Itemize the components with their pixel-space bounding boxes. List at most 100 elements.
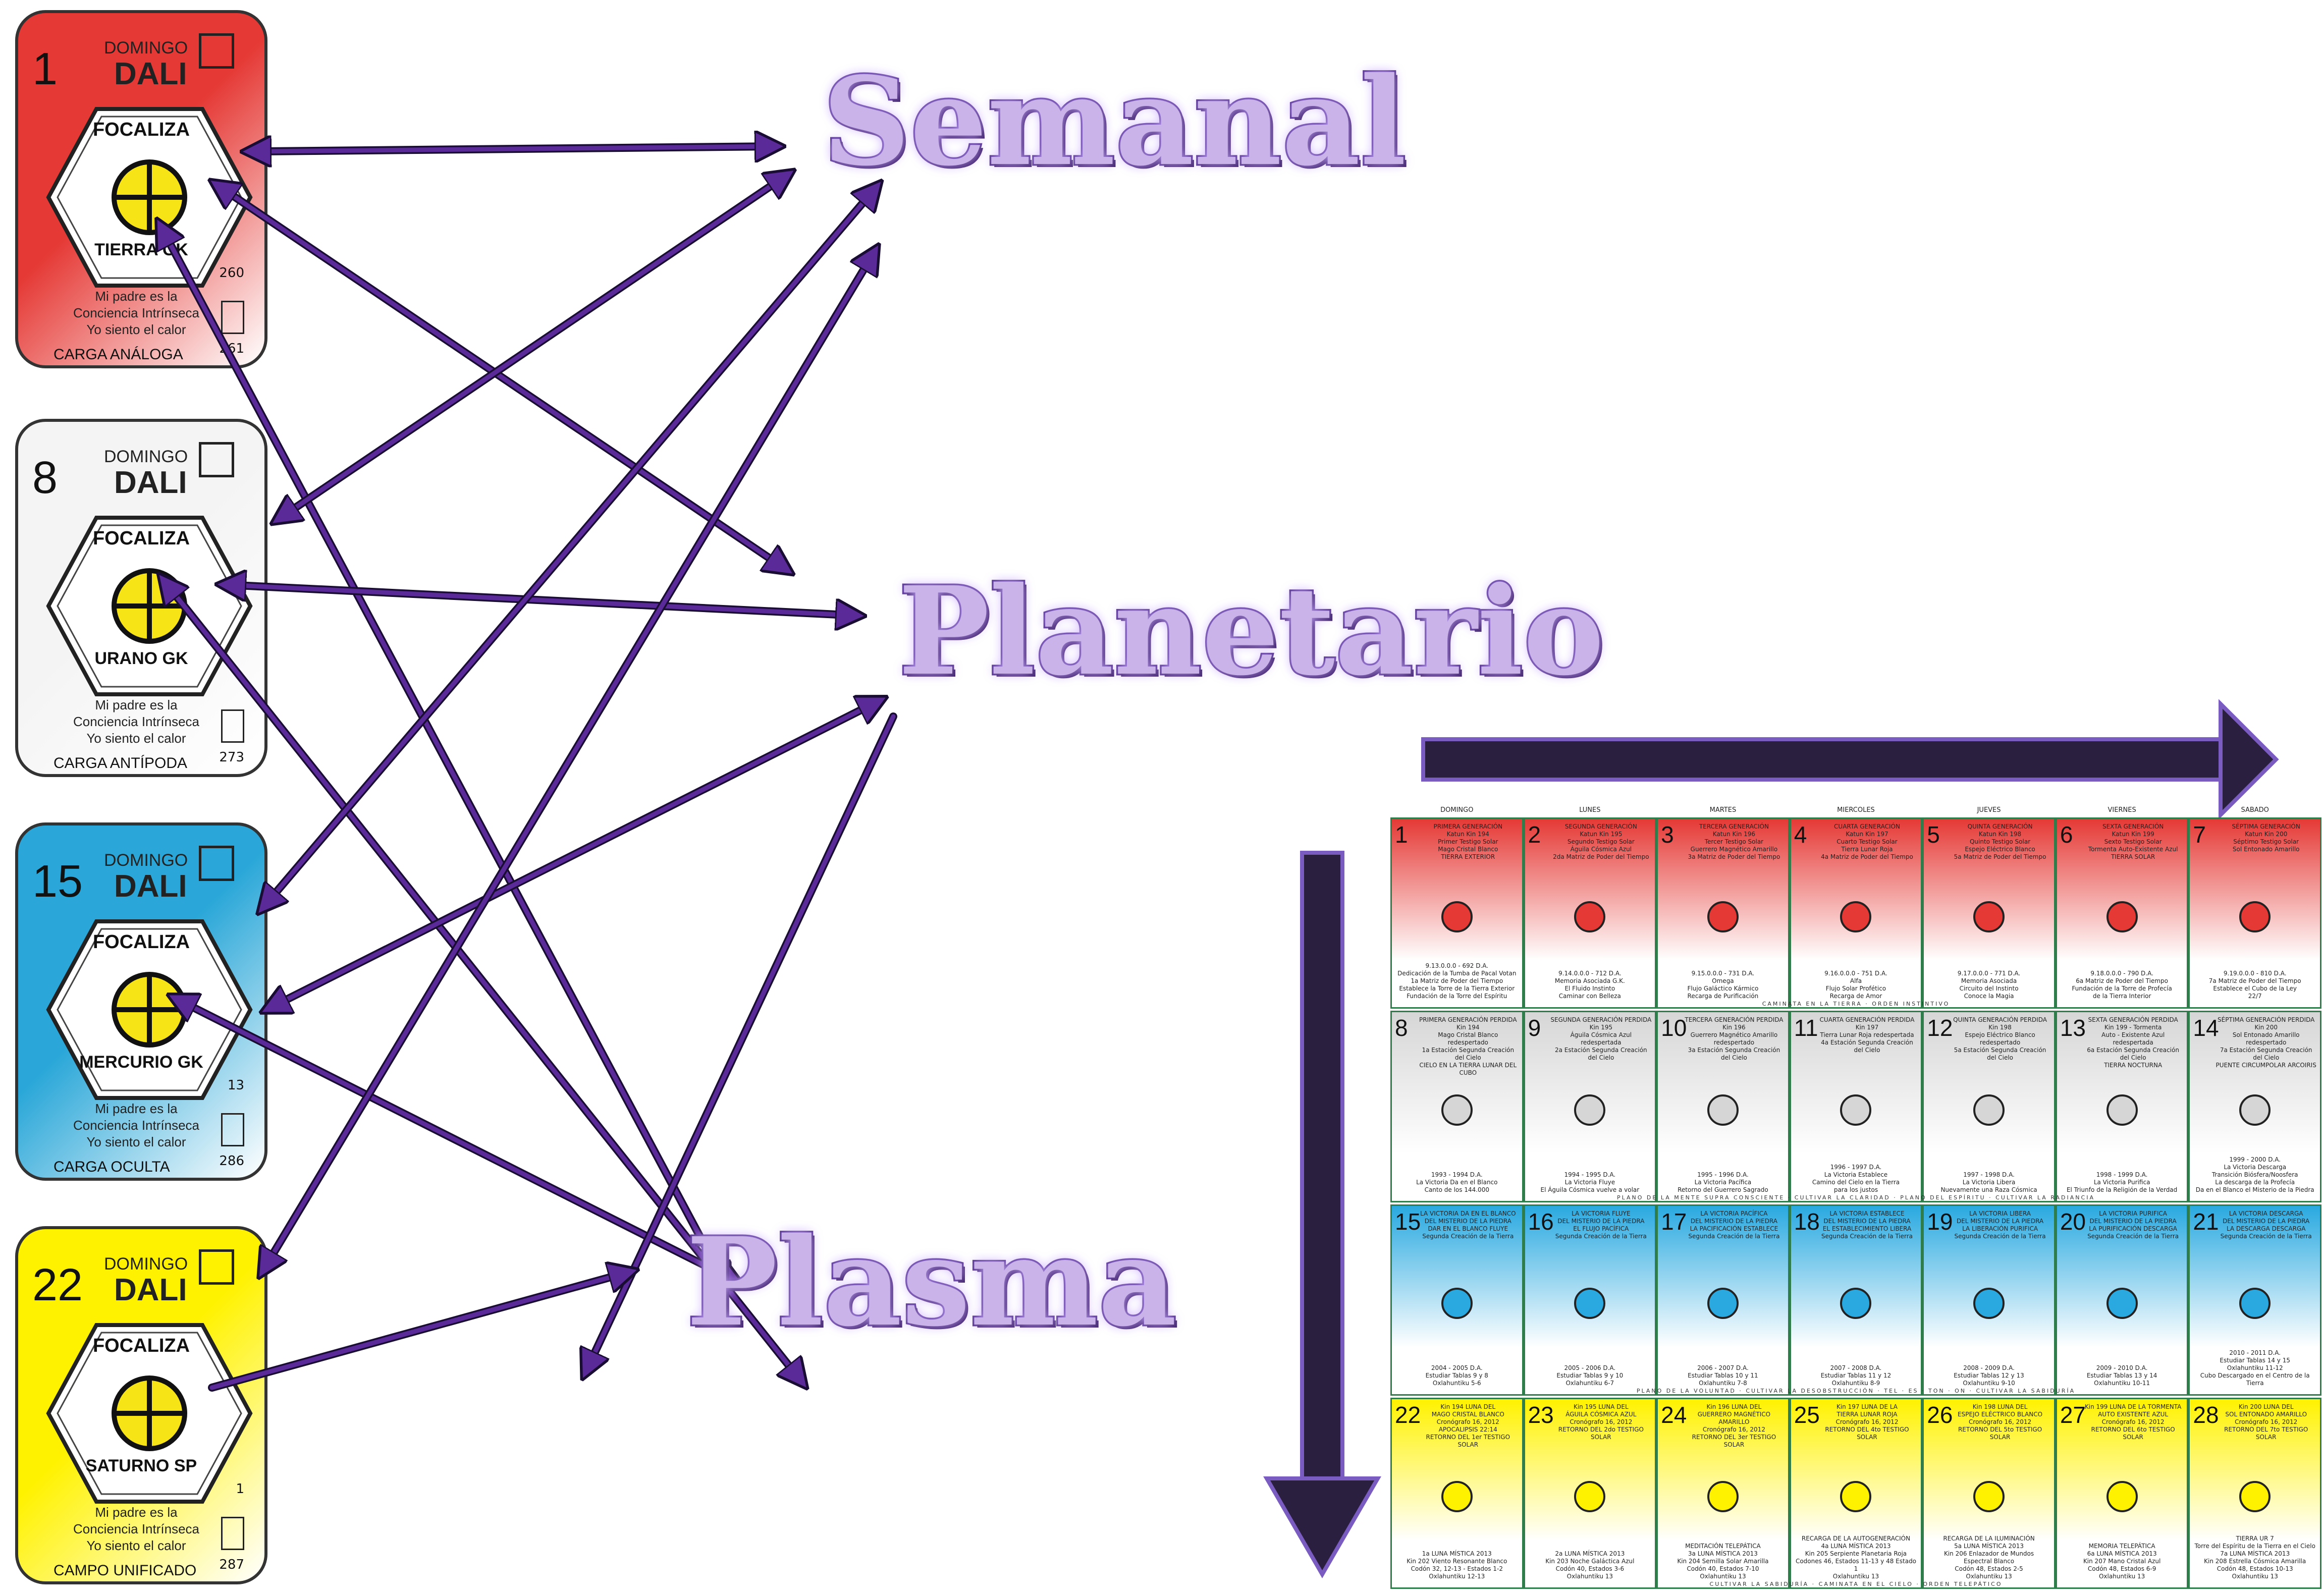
calendar-cell-bottom-text: 1995 - 1996 D.A. La Victoria Pacífica Re… (1678, 1171, 1768, 1193)
card-number: 15 (32, 856, 83, 907)
card-action: FOCALIZA (92, 1335, 190, 1356)
calendar-glyph-icon (2106, 1481, 2138, 1513)
calendar-cell-top-text: Kin 198 LUNA DEL ESPEJO ELÉCTRICO BLANCO… (1958, 1403, 2043, 1441)
calendar-day-header: MIERCOLES (1837, 806, 1875, 814)
calendar-cell-bottom-text: 2010 - 2011 D.A. Estudiar Tablas 14 y 15… (2200, 1349, 2310, 1387)
card-number: 8 (32, 453, 58, 503)
connection-arrow (223, 188, 791, 574)
calendar-cell-bottom-text: 2009 - 2010 D.A. Estudiar Tablas 13 y 14… (2086, 1364, 2157, 1387)
calendar-glyph-icon (1441, 1288, 1473, 1319)
calendar-cell-number: 22 (1395, 1401, 1421, 1428)
calendar-glyph-icon (1574, 1288, 1606, 1319)
calendar-cell-bottom-text: 9.17.0.0.0 - 771 D.A. Memoria Asociada C… (1957, 970, 2021, 1000)
card-day: DOMINGO (104, 1254, 188, 1274)
card-value-bottom: 261 (219, 341, 244, 356)
calendar-cell-bottom-text: 1998 - 1999 D.A. La Victoria Purifica El… (2066, 1171, 2178, 1193)
calendar-cell-number: 28 (2193, 1401, 2219, 1428)
calendar-glyph-icon (1574, 1481, 1606, 1513)
connection-arrow (183, 1000, 741, 1286)
calendar-cell-top-text: LA VICTORIA ESTABLECE DEL MISTERIO DE LA… (1821, 1209, 1913, 1240)
calendar-cell-top-text: SEXTA GENERACIÓN Katun Kin 199 Sexto Tes… (2088, 823, 2178, 860)
calendar-cell-number: 26 (1927, 1401, 1953, 1428)
calendar-cell-top-text: SEGUNDA GENERACIÓN Katun Kin 195 Segundo… (1553, 823, 1649, 860)
tone-glyph-icon (199, 846, 234, 881)
card-badge-icon (221, 1517, 244, 1550)
connection-arrow (262, 146, 777, 151)
calendar-glyph-icon (2106, 1288, 2138, 1319)
calendar-cell-number: 2 (1528, 821, 1541, 848)
calendar-cell-top-text: LA VICTORIA DA EN EL BLANCO DEL MISTERIO… (1420, 1209, 1516, 1240)
calendar-glyph-icon (1973, 1288, 2005, 1319)
calendar-cell-number: 8 (1395, 1015, 1408, 1041)
card-value-bottom: 286 (219, 1153, 244, 1169)
calendar-cell-bottom-text: 2008 - 2009 D.A. Estudiar Tablas 12 y 13… (1954, 1364, 2024, 1387)
calendar-day-header: MARTES (1709, 806, 1737, 814)
calendar-cell-bottom-text: RECARGA DE LA ILUMINACIÓN 5a LUNA MÍSTIC… (1943, 1535, 2035, 1580)
vertical-arrow-icon (1263, 851, 1381, 1578)
calendar-cell-top-text: QUINTA GENERACIÓN PERDIDA Kin 198 Espejo… (1953, 1016, 2047, 1062)
calendar-cell-bottom-text: 2004 - 2005 D.A. Estudiar Tablas 9 y 8 O… (1425, 1364, 1488, 1387)
calendar-cell-top-text: SÉPTIMA GENERACIÓN Katun Kin 200 Séptimo… (2232, 823, 2300, 853)
calendar-glyph-icon (1973, 1094, 2005, 1126)
calendar-cell-number: 14 (2193, 1015, 2219, 1041)
connection-arrow (258, 258, 872, 1276)
calendar-day-header: LUNES (1579, 806, 1601, 814)
card-quote-line: Mi padre es la (95, 1505, 178, 1520)
calendar-cell-top-text: PRIMERA GENERACIÓN Katun Kin 194 Primer … (1433, 823, 1503, 860)
calendar-glyph-icon (1707, 1288, 1739, 1319)
card-quote-line: Mi padre es la (95, 697, 178, 712)
calendar-day-header: JUEVES (1977, 806, 2001, 814)
calendar-cell-bottom-text: 1a LUNA MÍSTICA 2013 Kin 202 Viento Reso… (1407, 1550, 1507, 1580)
calendar-day-header: SABADO (2241, 806, 2269, 814)
calendar-cell-top-text: LA VICTORIA FLUYE DEL MISTERIO DE LA PIE… (1555, 1209, 1647, 1240)
card-quote-line: Yo siento el calor (86, 1538, 186, 1553)
connection-arrow (227, 192, 787, 570)
calendar-glyph-icon (1441, 1481, 1473, 1513)
calendar-cell-top-text: LA VICTORIA PACÍFICA DEL MISTERIO DE LA … (1688, 1209, 1780, 1240)
calendar-cell-number: 11 (1794, 1015, 1818, 1041)
calendar-cell-bottom-text: 2005 - 2006 D.A. Estudiar Tablas 9 y 10 … (1556, 1364, 1624, 1387)
card-action: FOCALIZA (92, 119, 190, 140)
calendar-day-header: DOMINGO (1440, 806, 1474, 814)
calendar-cell-number: 16 (1528, 1208, 1554, 1235)
calendar-cell-number: 24 (1661, 1401, 1687, 1428)
calendar-cell-bottom-text: 1993 - 1994 D.A. La Victoria Da en el Bl… (1416, 1171, 1498, 1193)
connection-arrow (278, 182, 777, 520)
card-value-bottom: 273 (219, 750, 244, 765)
calendar-cell-number: 27 (2060, 1401, 2086, 1428)
calendar-cell-bottom-text: 9.14.0.0.0 - 712 D.A. Memoria Asociada G… (1554, 970, 1625, 1000)
card-name: DALI (114, 465, 187, 500)
calendar-cell-bottom-text: 1994 - 1995 D.A. La Victoria Fluye El Ág… (1540, 1171, 1640, 1193)
card-day: DOMINGO (104, 38, 188, 58)
calendar-cell-bottom-text: 1997 - 1998 D.A. La Victoria Libera Nuev… (1940, 1171, 2037, 1193)
calendar-glyph-icon (1441, 1094, 1473, 1126)
calendar-glyph-icon (1707, 1481, 1739, 1513)
card-quote-line: Conciencia Intrínseca (73, 305, 200, 320)
calendar-day-header: VIERNES (2108, 806, 2136, 814)
calendar-cell-top-text: LA VICTORIA PURIFICA DEL MISTERIO DE LA … (2087, 1209, 2179, 1240)
calendar-cell-bottom-text: MEMORIA TELEPÁTICA 6a LUNA MÍSTICA 2013 … (2083, 1543, 2161, 1580)
calendar-cell-top-text: Kin 196 LUNA DEL GUERRERO MAGNÉTICO AMAR… (1692, 1403, 1776, 1448)
calendar-glyph-icon (1840, 1288, 1872, 1319)
card-quote-line: Conciencia Intrínseca (73, 714, 200, 729)
card-planet: SATURNO SP (85, 1456, 197, 1475)
calendar-glyph-icon (1574, 901, 1606, 932)
card-name: DALI (114, 1273, 187, 1307)
calendar-glyph-icon (2239, 1094, 2271, 1126)
